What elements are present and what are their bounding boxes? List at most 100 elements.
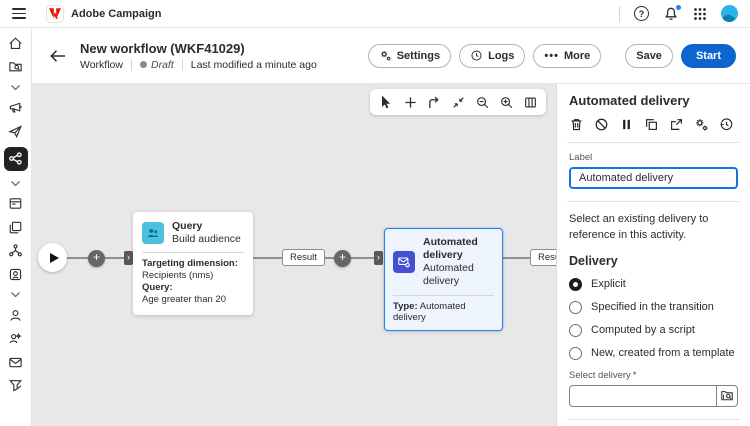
canvas-toolbar xyxy=(370,89,546,115)
select-cursor-icon[interactable] xyxy=(376,93,396,111)
add-activity-icon[interactable] xyxy=(400,93,420,111)
sidebar-item-offers-icon[interactable] xyxy=(8,266,24,282)
play-icon xyxy=(49,252,59,263)
ellipsis-icon: ••• xyxy=(544,49,559,62)
map-overview-icon[interactable] xyxy=(520,93,540,111)
help-icon[interactable]: ? xyxy=(634,6,649,21)
node-title: Automated delivery xyxy=(423,236,478,262)
start-button[interactable]: Start xyxy=(680,43,736,68)
activity-properties-panel: Automated delivery xyxy=(556,84,750,426)
breadcrumb-type: Workflow xyxy=(80,58,123,71)
node-in-port-icon[interactable]: › xyxy=(374,251,383,265)
sidebar-item-campaigns-icon[interactable] xyxy=(8,100,24,116)
panel-divider xyxy=(567,201,740,202)
history-icon[interactable] xyxy=(719,117,735,133)
node-in-port-icon[interactable]: › xyxy=(124,251,133,265)
sidebar-item-fragments-icon[interactable] xyxy=(8,243,24,259)
node-field-value: Age greater than 20 xyxy=(142,293,226,305)
node-divider xyxy=(142,252,244,254)
sidebar-item-explorer-icon[interactable] xyxy=(8,59,24,75)
radio-option-specified-in-transition[interactable]: Specified in the transition xyxy=(569,300,738,314)
add-activity-on-edge-button[interactable]: + xyxy=(334,250,351,267)
auto-arrange-icon[interactable] xyxy=(424,93,444,111)
duplicate-icon[interactable] xyxy=(644,117,660,133)
avatar[interactable] xyxy=(721,5,738,22)
settings-button[interactable]: Settings xyxy=(367,43,452,68)
open-detail-icon[interactable] xyxy=(669,117,685,133)
transition-result-label[interactable]: Result xyxy=(282,249,325,266)
notification-badge xyxy=(675,3,682,11)
clock-icon xyxy=(471,50,482,61)
label-input[interactable] xyxy=(569,167,738,189)
logs-button[interactable]: Logs xyxy=(459,43,526,68)
sidebar-item-audiences-icon[interactable] xyxy=(8,331,24,347)
app-title: Adobe Campaign xyxy=(71,7,162,20)
sidebar-item-workflows-icon[interactable] xyxy=(3,146,28,171)
disable-icon[interactable] xyxy=(594,117,610,133)
delete-icon[interactable] xyxy=(569,117,585,133)
sidebar-item-segments-icon[interactable] xyxy=(8,378,24,394)
automated-delivery-icon xyxy=(393,251,415,274)
radio-icon xyxy=(569,346,582,360)
add-activity-on-edge-button[interactable]: + xyxy=(88,250,105,267)
sidebar-item-subscriptions-icon[interactable] xyxy=(8,354,24,370)
status-badge: Draft xyxy=(139,59,174,71)
topbar-divider xyxy=(619,5,620,22)
radio-option-computed-by-script[interactable]: Computed by a script xyxy=(569,323,738,337)
back-button[interactable] xyxy=(50,49,66,63)
advanced-settings-icon[interactable] xyxy=(694,117,710,133)
sidebar-item-home-icon[interactable] xyxy=(8,35,24,51)
page-header: New workflow (WKF41029) Workflow Draft L… xyxy=(32,28,750,84)
status-dot-icon xyxy=(139,60,147,68)
radio-icon xyxy=(569,323,582,337)
more-button[interactable]: ••• More xyxy=(533,43,602,68)
panel-title: Automated delivery xyxy=(569,93,690,108)
last-modified-text: Last modified a minute ago xyxy=(190,58,317,71)
node-title: Query xyxy=(172,220,203,232)
zoom-in-icon[interactable] xyxy=(496,93,516,111)
top-bar: Adobe Campaign ? xyxy=(0,0,750,28)
meta-divider xyxy=(130,58,132,71)
chevron-down-icon[interactable] xyxy=(8,82,24,92)
node-field-label: Query: xyxy=(142,282,173,294)
workflow-canvas[interactable]: + › Query Build audience xyxy=(32,84,556,426)
query-activity-node[interactable]: Query Build audience Targeting dimension… xyxy=(133,212,253,315)
node-subtitle: Automated delivery xyxy=(423,262,474,288)
node-divider xyxy=(393,294,494,296)
notifications-icon[interactable] xyxy=(663,3,682,22)
panel-action-bar xyxy=(569,117,738,133)
transition-result-label[interactable]: Result xyxy=(530,249,556,266)
adobe-logo-icon[interactable] xyxy=(46,4,64,23)
fit-view-icon[interactable] xyxy=(448,93,468,111)
sidebar-item-landing-pages-icon[interactable] xyxy=(8,196,24,212)
node-type-label: Type: xyxy=(393,300,418,312)
select-delivery-label: Select delivery* xyxy=(569,369,637,381)
meta-divider xyxy=(181,58,183,71)
start-node[interactable] xyxy=(38,243,67,272)
zoom-out-icon[interactable] xyxy=(472,93,492,111)
radio-option-new-from-template[interactable]: New, created from a template xyxy=(569,346,738,360)
delivery-section-title: Delivery xyxy=(569,253,618,268)
select-delivery-input[interactable] xyxy=(569,384,716,407)
automated-delivery-activity-node[interactable]: Automated delivery Automated delivery Ty… xyxy=(384,228,503,331)
sidebar-item-deliveries-icon[interactable] xyxy=(8,123,24,139)
transition-edge xyxy=(252,257,282,259)
transition-edge xyxy=(503,257,533,259)
menu-icon[interactable] xyxy=(12,8,26,19)
save-button[interactable]: Save xyxy=(625,43,673,68)
page-title: New workflow (WKF41029) xyxy=(80,40,245,56)
pause-icon[interactable] xyxy=(619,117,635,133)
gear-icon xyxy=(380,51,391,61)
chevron-down-icon[interactable] xyxy=(8,178,24,188)
radio-option-explicit[interactable]: Explicit xyxy=(569,277,738,291)
app-switcher-icon[interactable] xyxy=(693,7,707,21)
radio-selected-icon xyxy=(569,277,582,291)
radio-icon xyxy=(569,300,582,314)
node-field-label: Targeting dimension: xyxy=(142,258,238,270)
browse-delivery-icon[interactable] xyxy=(715,384,738,407)
panel-divider xyxy=(567,142,740,143)
sidebar-item-profiles-icon[interactable] xyxy=(8,307,24,323)
chevron-down-icon[interactable] xyxy=(8,290,24,300)
label-field-label: Label xyxy=(569,152,593,163)
sidebar-item-content-templates-icon[interactable] xyxy=(8,219,24,235)
